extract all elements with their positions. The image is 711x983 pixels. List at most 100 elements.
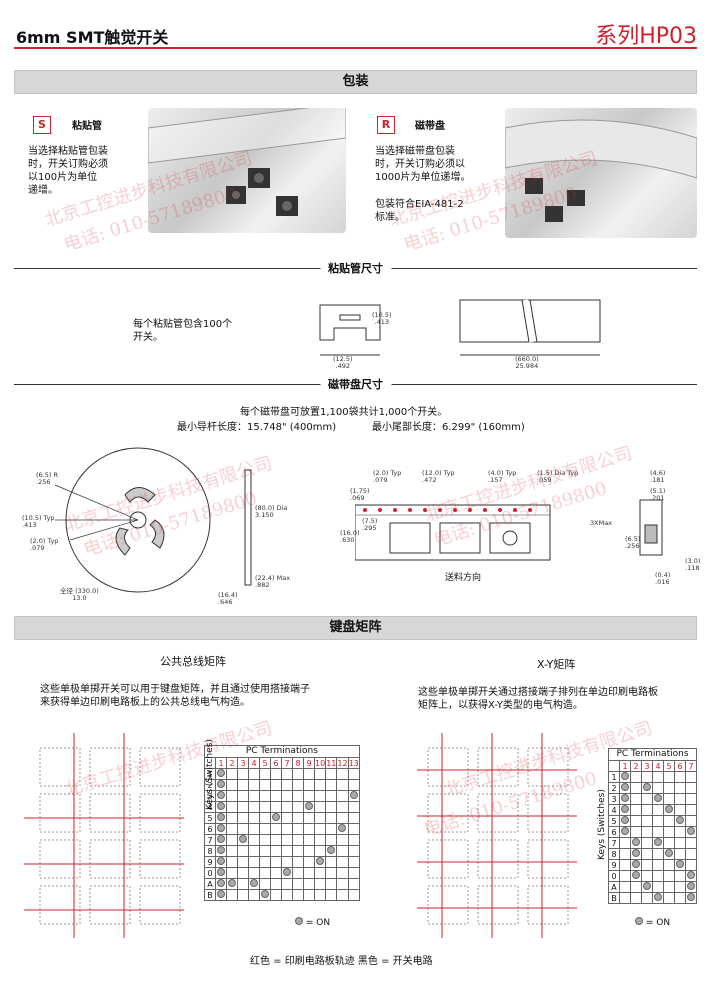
on-dot-icon xyxy=(632,838,640,846)
matrix-cell xyxy=(237,768,249,780)
col-header: 11 xyxy=(325,757,338,769)
matrix-cell xyxy=(652,782,664,794)
matrix-cell xyxy=(641,837,653,849)
bus-switch-diagram xyxy=(24,733,184,938)
matrix-cell xyxy=(663,870,675,882)
matrix-cell xyxy=(313,823,327,835)
table-row: 9 xyxy=(608,859,697,871)
matrix-cell xyxy=(336,768,349,780)
table-row: 7 xyxy=(608,837,697,849)
matrix-cell xyxy=(685,782,697,794)
pocket-dim-2: (5.1) .201 xyxy=(650,487,666,502)
row-header: A xyxy=(204,878,216,890)
matrix-cell xyxy=(336,845,349,857)
tube-profile-drawing xyxy=(319,299,601,356)
matrix-cell xyxy=(685,804,697,816)
matrix-cell xyxy=(652,870,664,882)
col-header: 1 xyxy=(619,760,631,772)
matrix-cell xyxy=(663,815,675,827)
table-row: A xyxy=(608,881,697,893)
on-dot-icon xyxy=(621,805,629,813)
matrix-cell xyxy=(237,834,249,846)
table-row: 9 xyxy=(204,856,360,868)
matrix-cell xyxy=(325,801,338,813)
matrix-cell xyxy=(259,867,271,879)
matrix-cell xyxy=(313,845,327,857)
matrix-cell xyxy=(237,845,249,857)
table-row: 4 xyxy=(204,801,360,813)
matrix-cell xyxy=(619,881,631,893)
matrix-cell xyxy=(303,878,315,890)
matrix-cell xyxy=(226,845,238,857)
tape-dim-5: (1.75) .069 xyxy=(350,487,370,502)
on-dot-icon xyxy=(635,917,643,925)
matrix-cell xyxy=(630,859,642,871)
table-row: 2 xyxy=(608,782,697,794)
reel-dim-typ1: (10.5) Typ .413 xyxy=(22,514,55,529)
matrix-cell xyxy=(226,779,238,791)
matrix-cell xyxy=(347,845,360,857)
matrix-cell xyxy=(237,779,249,791)
matrix-cell xyxy=(619,826,631,838)
matrix-cell xyxy=(652,804,664,816)
on-dot-icon xyxy=(250,879,258,887)
tube-photo xyxy=(147,102,347,233)
matrix-cell xyxy=(347,801,360,813)
matrix-cell xyxy=(663,848,675,860)
row-header: 7 xyxy=(608,837,620,849)
matrix-cell xyxy=(325,878,338,890)
matrix-cell xyxy=(663,881,675,893)
on-dot-icon xyxy=(261,890,269,898)
matrix-cell xyxy=(641,793,653,805)
matrix-cell xyxy=(641,848,653,860)
col-header: 9 xyxy=(303,757,315,769)
reel-photo xyxy=(504,108,698,238)
table-row: 7 xyxy=(204,834,360,846)
matrix-cell xyxy=(259,878,271,890)
xy-matrix-desc: 这些单极单掷开关通过搭接端子排列在单边印刷电路板矩阵上，以获得X-Y类型的电气构… xyxy=(418,687,658,711)
matrix-cell xyxy=(226,801,238,813)
row-header: B xyxy=(608,892,620,904)
matrix-cell xyxy=(303,856,315,868)
matrix-cell xyxy=(619,815,631,827)
col-header: 8 xyxy=(292,757,304,769)
pocket-dim-6: (0.4) .016 xyxy=(655,571,671,586)
matrix-cell xyxy=(325,834,338,846)
matrix-cell xyxy=(336,812,349,824)
matrix-cell xyxy=(313,812,327,824)
matrix-cell xyxy=(336,790,349,802)
matrix-cell xyxy=(281,856,293,868)
matrix-cell xyxy=(674,793,686,805)
matrix-cell xyxy=(313,867,327,879)
col-header: 13 xyxy=(347,757,360,769)
matrix-cell xyxy=(270,845,282,857)
matrix-cell xyxy=(652,881,664,893)
on-dot-icon xyxy=(687,893,695,901)
matrix-cell xyxy=(292,768,304,780)
matrix-cell xyxy=(652,837,664,849)
matrix-cell xyxy=(292,790,304,802)
table-row: 8 xyxy=(204,845,360,857)
matrix-cell xyxy=(226,878,238,890)
matrix-cell xyxy=(619,892,631,904)
matrix-cell xyxy=(237,801,249,813)
matrix-cell xyxy=(663,826,675,838)
section-matrix: 键盘矩阵 xyxy=(14,616,697,640)
row-header: 2 xyxy=(608,782,620,794)
row-header: 5 xyxy=(204,812,216,824)
matrix-cell xyxy=(248,768,260,780)
row-header: 0 xyxy=(608,870,620,882)
row-header: 0 xyxy=(204,867,216,879)
matrix-cell xyxy=(248,845,260,857)
matrix-cell xyxy=(292,845,304,857)
tape-dim-4: (1.5) Dia Typ .059 xyxy=(537,469,579,484)
matrix-cell xyxy=(259,812,271,824)
col-header: 3 xyxy=(237,757,249,769)
col-header: 12 xyxy=(336,757,349,769)
row-header: 1 xyxy=(608,771,620,783)
on-dot-icon xyxy=(217,868,225,876)
matrix-cell xyxy=(630,826,642,838)
table-row: 6 xyxy=(204,823,360,835)
